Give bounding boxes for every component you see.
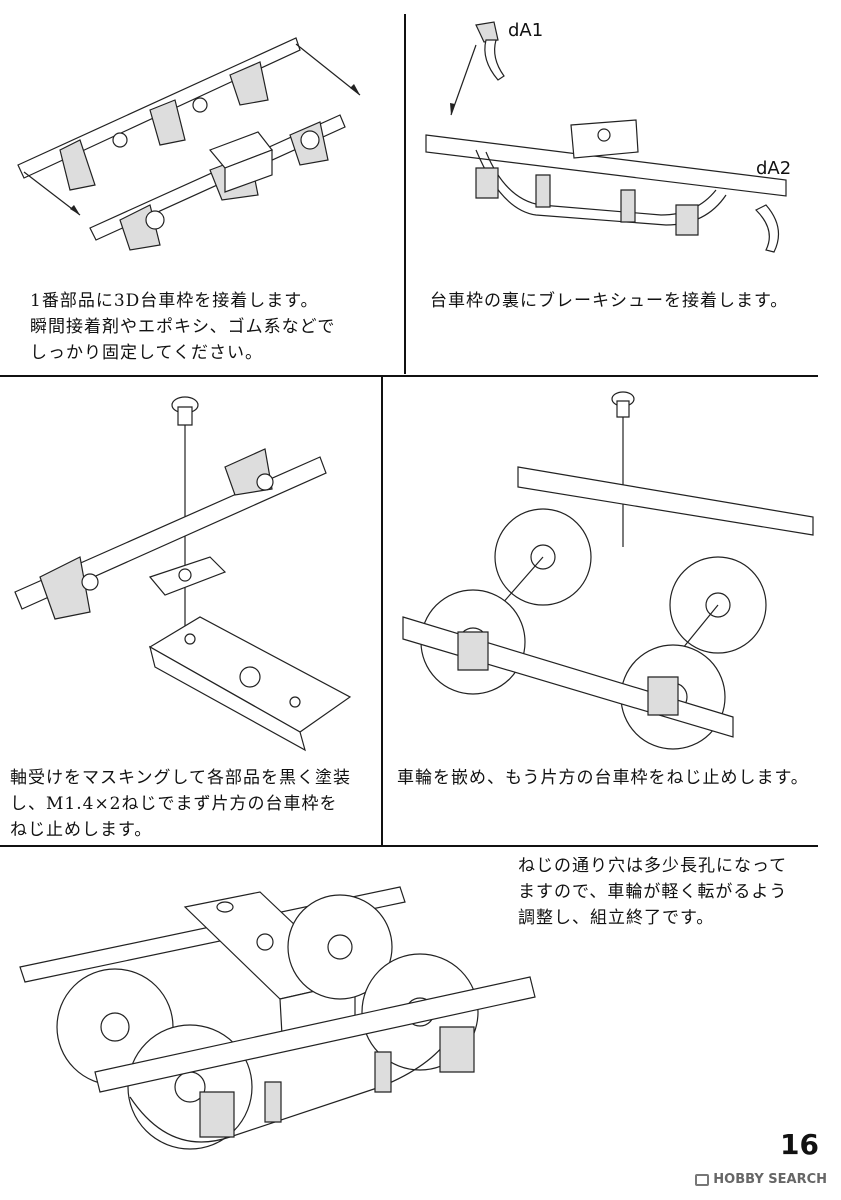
step2-caption: 台車枠の裏にブレーキシューを接着します。 bbox=[430, 291, 789, 311]
part-label-dA2: dA2 bbox=[756, 158, 792, 179]
step2-panel: dA1 dA2 台車枠の裏にブレーキシューを接着します。 bbox=[406, 0, 841, 375]
step4-panel: 車輪を嵌め、もう片方の台車枠をねじ止めします。 bbox=[383, 377, 841, 845]
screw-icon bbox=[172, 397, 198, 425]
page-number: 16 bbox=[780, 1128, 819, 1161]
spring-right bbox=[375, 1052, 391, 1092]
divider-vertical-middle bbox=[381, 377, 383, 845]
step1-panel: 1番部品に3D台車枠を接着します。 瞬間接着剤やエポキシ、ゴム系などで しっかり… bbox=[0, 0, 404, 375]
step5-illustration bbox=[0, 887, 560, 1187]
watermark-text: HOBBY SEARCH bbox=[713, 1172, 827, 1187]
step3-panel: 軸受けをマスキングして各部品を黒く塗装 し、M1.4×2ねじでまず片方の台車枠を… bbox=[0, 377, 381, 845]
step3-caption: 軸受けをマスキングして各部品を黒く塗装 し、M1.4×2ねじでまず片方の台車枠を… bbox=[10, 768, 351, 840]
divider-horizontal-2 bbox=[0, 845, 818, 847]
spring-right bbox=[621, 190, 635, 222]
step5-panel: ねじの通り穴は多少長孔になって ますので、車輪が軽く転がるよう 調整し、組立終了… bbox=[0, 847, 841, 1200]
spring-left bbox=[265, 1082, 281, 1122]
spring-left bbox=[536, 175, 550, 207]
step5-caption: ねじの通り穴は多少長孔になって ますので、車輪が軽く転がるよう 調整し、組立終了… bbox=[518, 856, 788, 928]
step3-illustration bbox=[0, 377, 381, 752]
divider-vertical-top bbox=[404, 14, 406, 374]
hobby-search-logo-icon bbox=[695, 1173, 710, 1186]
step2-illustration bbox=[406, 0, 841, 270]
watermark: HOBBY SEARCH bbox=[695, 1172, 827, 1187]
step1-illustration bbox=[0, 0, 404, 260]
step1-caption: 1番部品に3D台車枠を接着します。 瞬間接着剤やエポキシ、ゴム系などで しっかり… bbox=[30, 291, 336, 363]
divider-horizontal-1 bbox=[0, 375, 818, 377]
step4-illustration bbox=[383, 377, 841, 747]
part-label-dA1: dA1 bbox=[508, 20, 544, 41]
wheel-rear-right bbox=[288, 895, 392, 999]
step4-caption: 車輪を嵌め、もう片方の台車枠をねじ止めします。 bbox=[397, 768, 809, 788]
screw-icon bbox=[612, 392, 634, 417]
